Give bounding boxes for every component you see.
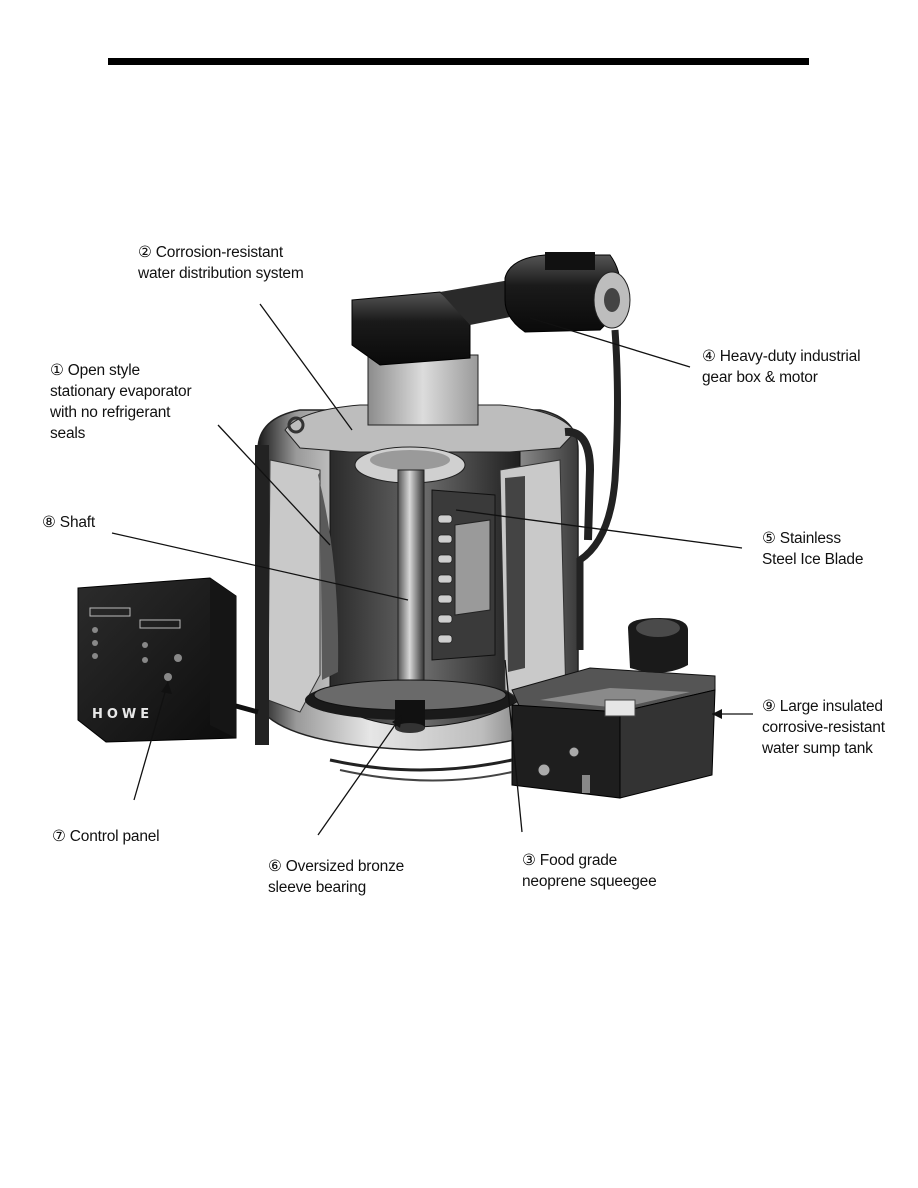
callout-7-control-panel: ⑦ Control panel <box>52 826 160 847</box>
callout-1-line-4: seals <box>50 425 86 442</box>
callout-9-line-3: water sump tank <box>762 740 873 757</box>
callout-8-shaft: ⑧ Shaft <box>42 512 95 533</box>
callout-3-squeegee: ③ Food grade neoprene squeegee <box>522 850 657 892</box>
callout-5-ice-blade: ⑤ Stainless Steel Ice Blade <box>762 528 863 570</box>
water-hose <box>564 427 595 541</box>
callout-9-line-2: corrosive-resistant <box>762 719 885 736</box>
callout-3-line-1: ③ Food grade <box>522 852 618 869</box>
callout-6-line-1: ⑥ Oversized bronze <box>268 858 405 875</box>
callout-1-line-1: ① Open style <box>50 362 140 379</box>
leader-line-4 <box>529 317 691 368</box>
callout-4-line-2: gear box & motor <box>702 369 818 386</box>
leader-line-6 <box>317 714 403 836</box>
callout-1-line-3: with no refrigerant <box>50 404 171 421</box>
leader-line-5 <box>455 509 743 549</box>
callout-1-line-2: stationary evaporator <box>50 383 192 400</box>
callout-2-line-1: ② Corrosion-resistant <box>138 244 283 261</box>
callout-5-line-2: Steel Ice Blade <box>762 551 864 568</box>
gear-motor <box>440 252 631 333</box>
callout-2-corrosion-resistant: ② Corrosion-resistant water distribution… <box>138 242 304 284</box>
callout-6-bronze-bearing: ⑥ Oversized bronze sleeve bearing <box>268 856 404 898</box>
top-housing <box>284 291 576 453</box>
motor-hose <box>576 329 621 650</box>
water-sump-tank <box>511 618 716 799</box>
ice-blade <box>431 489 496 661</box>
bottom-bearing-disc <box>305 679 515 733</box>
callout-3-line-2: neoprene squeegee <box>522 873 657 890</box>
callout-1-open-style-evaporator: ① Open style stationary evaporator with … <box>50 360 192 444</box>
top-rule <box>108 58 809 65</box>
callout-9-sump-tank: ⑨ Large insulated corrosive-resistant wa… <box>762 696 885 759</box>
callout-7-line-1: ⑦ Control panel <box>52 828 160 845</box>
leader-line-7 <box>133 681 169 801</box>
callout-2-line-2: water distribution system <box>138 265 304 282</box>
leader-line-3 <box>504 659 523 833</box>
drain-hose <box>329 758 513 772</box>
callout-9-line-1: ⑨ Large insulated <box>762 698 883 715</box>
callout-4-line-1: ④ Heavy-duty industrial <box>702 348 861 365</box>
drain-hose-2 <box>339 769 513 782</box>
arrowhead-7 <box>161 682 172 694</box>
shaft <box>397 469 425 701</box>
distribution-pan <box>354 446 466 484</box>
arrowhead-6 <box>392 715 402 728</box>
callout-8-line-1: ⑧ Shaft <box>42 514 95 531</box>
callout-4-gear-box-motor: ④ Heavy-duty industrial gear box & motor <box>702 346 861 388</box>
callout-6-line-2: sleeve bearing <box>268 879 367 896</box>
leader-line-1 <box>217 424 331 546</box>
leader-line-8 <box>111 532 409 601</box>
control-panel-brand: HOWE <box>92 707 153 722</box>
leader-line-2 <box>259 303 353 431</box>
arrowhead-9 <box>712 709 722 719</box>
control-panel-box <box>77 577 259 743</box>
callout-5-line-1: ⑤ Stainless <box>762 530 841 547</box>
